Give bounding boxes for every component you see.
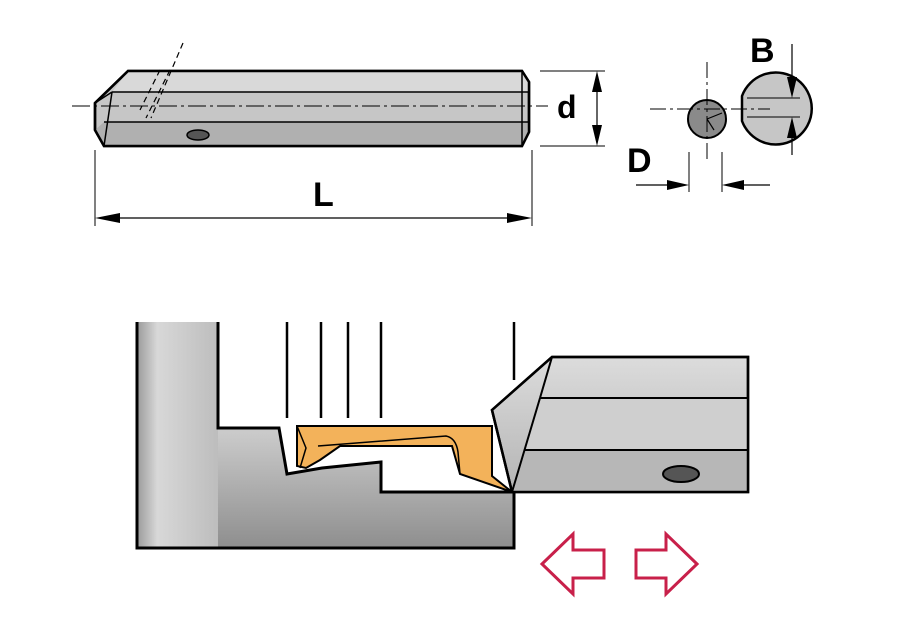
dimension-bore-diameter: D bbox=[627, 142, 770, 192]
dimension-length: L bbox=[94, 150, 533, 226]
dimension-shank-diameter: d bbox=[540, 70, 605, 147]
boring-bar bbox=[490, 355, 750, 494]
offset-label: B bbox=[750, 32, 775, 70]
clamp-hole-side bbox=[186, 129, 210, 141]
arrow-left-icon bbox=[539, 530, 606, 598]
end-view bbox=[650, 62, 813, 160]
shank-diameter-label: d bbox=[557, 89, 577, 125]
workpiece-section bbox=[135, 322, 516, 550]
arrow-right-icon bbox=[634, 530, 700, 598]
bore-diameter-label: D bbox=[627, 142, 652, 180]
dimension-offset: B bbox=[747, 32, 800, 155]
length-label: L bbox=[313, 176, 334, 214]
side-view bbox=[72, 42, 548, 148]
clamp-hole-bar bbox=[662, 465, 700, 483]
workpiece bbox=[137, 322, 514, 548]
cutting-insert bbox=[296, 425, 513, 493]
